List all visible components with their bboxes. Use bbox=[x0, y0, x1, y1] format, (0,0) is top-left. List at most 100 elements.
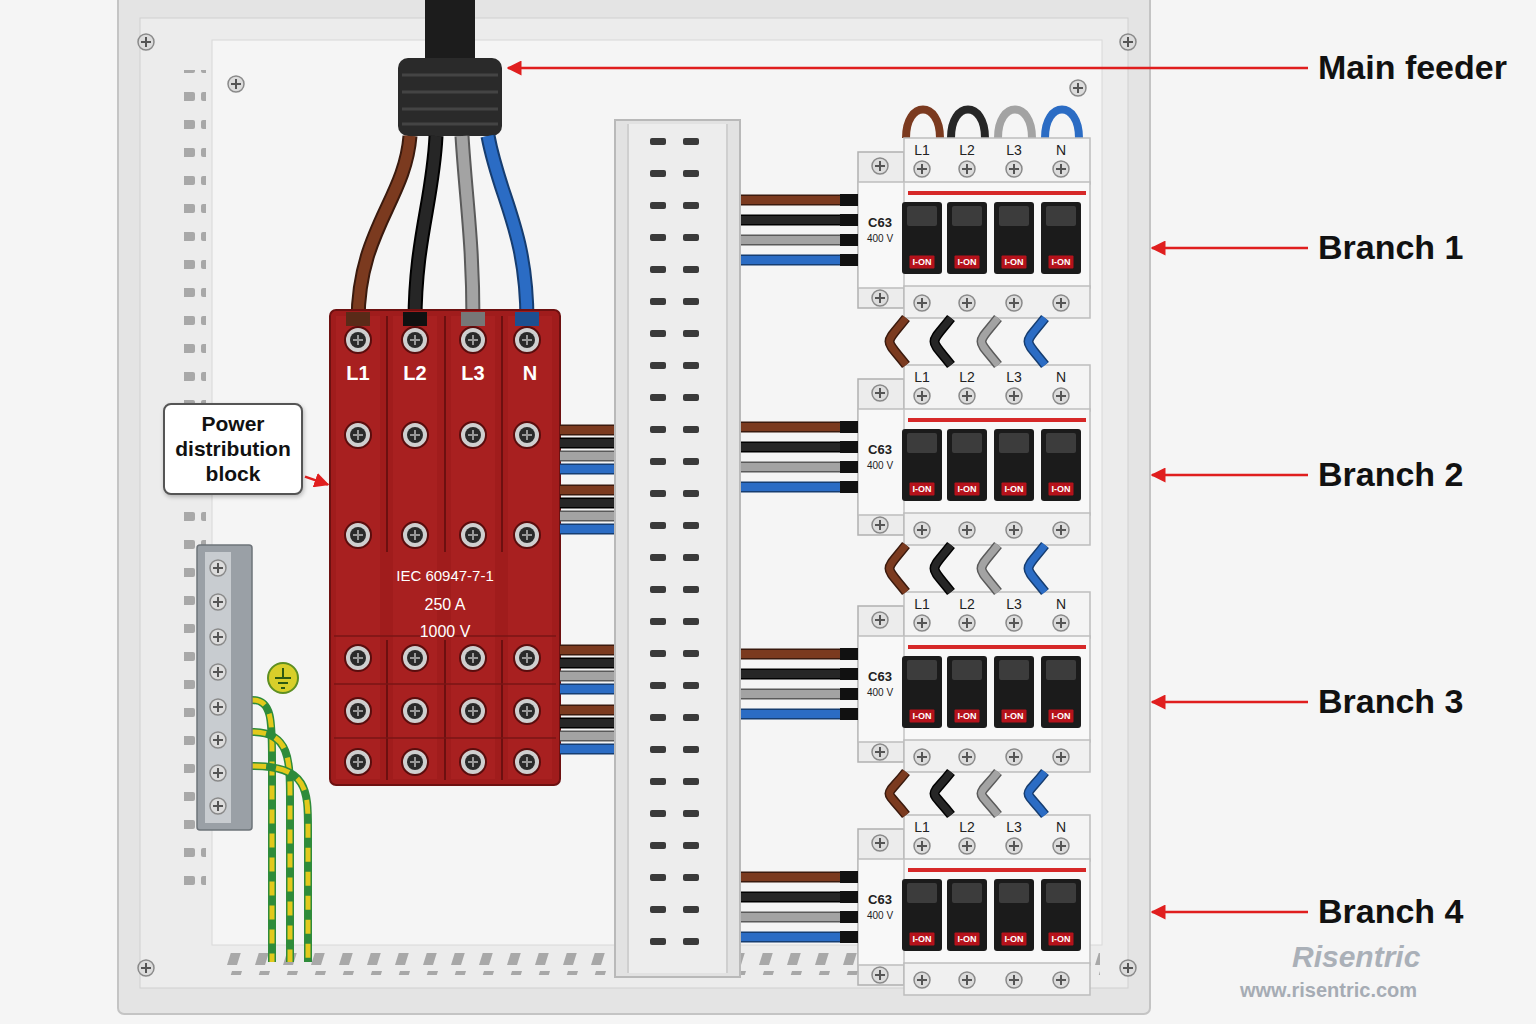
wire-ferrule bbox=[840, 931, 858, 943]
callout-label: Branch 4 bbox=[1318, 892, 1464, 931]
wire-ferrule bbox=[840, 708, 858, 720]
on-tag: I-ON bbox=[1049, 256, 1074, 269]
rating-text: C63 bbox=[868, 443, 892, 456]
terminal-label: L3 bbox=[461, 363, 484, 383]
circuit-breaker: L1L2L3NC63400 VI-ONI-ONI-ONI-ON bbox=[858, 815, 1090, 995]
terminal-label: N bbox=[1056, 597, 1066, 611]
watermark: Risentric bbox=[1292, 940, 1420, 975]
on-tag: I-ON bbox=[1002, 933, 1027, 946]
on-tag: I-ON bbox=[1002, 710, 1027, 723]
wire-outline bbox=[1029, 772, 1046, 815]
on-tag: I-ON bbox=[955, 710, 980, 723]
terminal-label: N bbox=[1056, 820, 1066, 834]
on-tag: I-ON bbox=[1002, 256, 1027, 269]
rating-text: 400 V bbox=[867, 234, 893, 244]
wire bbox=[890, 318, 907, 365]
wire-ferrule bbox=[840, 234, 858, 246]
terminal-label: N bbox=[1056, 370, 1066, 384]
circuit-breaker: L1L2L3NC63400 VI-ONI-ONI-ONI-ON bbox=[858, 365, 1090, 545]
wire-ferrule bbox=[840, 421, 858, 433]
wire-ferrule bbox=[840, 648, 858, 660]
terminal-label: L2 bbox=[403, 363, 426, 383]
wire-ferrule bbox=[840, 214, 858, 226]
wire-outline bbox=[982, 545, 999, 592]
callout-text: Power distribution block bbox=[173, 411, 293, 487]
on-tag: I-ON bbox=[955, 256, 980, 269]
circuit-breaker: L1 L2 L3 N C63 400 V I-ON I-ON I-ON I-ON bbox=[858, 138, 1090, 318]
on-tag: I-ON bbox=[1049, 483, 1074, 496]
wire bbox=[890, 772, 907, 815]
terminal-label: L2 bbox=[959, 597, 975, 611]
leader-line bbox=[305, 477, 328, 485]
wire-ferrule bbox=[840, 668, 858, 680]
on-tag: I-ON bbox=[910, 933, 935, 946]
wire-ferrule bbox=[840, 911, 858, 923]
callout-label: Branch 1 bbox=[1318, 228, 1464, 267]
rating-text: C63 bbox=[868, 893, 892, 906]
wire-ferrule bbox=[840, 871, 858, 883]
wire-ferrule bbox=[840, 254, 858, 266]
wire bbox=[982, 318, 999, 365]
terminal-label: L2 bbox=[959, 143, 975, 157]
wire-outline bbox=[935, 318, 952, 365]
rating-text: 250 A bbox=[425, 597, 466, 613]
on-tag: I-ON bbox=[955, 933, 980, 946]
wire-outline bbox=[935, 545, 952, 592]
wire-outline bbox=[890, 772, 907, 815]
terminal-label: L1 bbox=[914, 143, 930, 157]
on-tag: I-ON bbox=[910, 710, 935, 723]
wire bbox=[890, 545, 907, 592]
terminal-label: L1 bbox=[914, 597, 930, 611]
watermark: www.risentric.com bbox=[1240, 979, 1417, 1002]
rating-text: 400 V bbox=[867, 911, 893, 921]
terminal-label: N bbox=[523, 363, 537, 383]
wire-ferrule bbox=[840, 461, 858, 473]
jumper-wires bbox=[890, 772, 1046, 815]
wire-outline bbox=[935, 772, 952, 815]
wire-ferrule bbox=[840, 481, 858, 493]
rating-text: C63 bbox=[868, 216, 892, 229]
terminal-label: N bbox=[1056, 143, 1066, 157]
wire bbox=[1029, 318, 1046, 365]
wire-outline bbox=[890, 318, 907, 365]
rating-text: 400 V bbox=[867, 461, 893, 471]
wire-outline bbox=[982, 318, 999, 365]
wire-outline bbox=[890, 545, 907, 592]
wire bbox=[935, 772, 952, 815]
terminal-label: L3 bbox=[1006, 370, 1022, 384]
callout-box: Power distribution block bbox=[163, 403, 303, 495]
wire-ferrule bbox=[840, 441, 858, 453]
rating-text: 1000 V bbox=[420, 624, 471, 640]
wire-ferrule bbox=[840, 891, 858, 903]
on-tag: I-ON bbox=[910, 483, 935, 496]
terminal-label: L1 bbox=[346, 363, 369, 383]
wire bbox=[935, 545, 952, 592]
wire-ferrule bbox=[840, 688, 858, 700]
wire bbox=[1029, 545, 1046, 592]
terminal-label: L1 bbox=[914, 370, 930, 384]
circuit-breaker: L1 L2 L3 N C63 400 V I-ON I-ON I-ON I-ON bbox=[858, 592, 1090, 772]
on-tag: I-ON bbox=[1049, 710, 1074, 723]
wire-outline bbox=[982, 772, 999, 815]
wire-outline bbox=[1029, 545, 1046, 592]
wire bbox=[982, 772, 999, 815]
rating-text: 400 V bbox=[867, 688, 893, 698]
wire bbox=[982, 545, 999, 592]
terminal-label: L3 bbox=[1006, 143, 1022, 157]
terminal-label: L2 bbox=[959, 370, 975, 384]
jumper-wires bbox=[890, 545, 1046, 592]
rating-text: C63 bbox=[868, 670, 892, 683]
distribution-block: L1L2L3NIEC 60947-7-1250 A1000 V bbox=[330, 310, 560, 785]
on-tag: I-ON bbox=[910, 256, 935, 269]
wire-ferrule bbox=[840, 194, 858, 206]
on-tag: I-ON bbox=[1049, 933, 1074, 946]
terminal-label: L1 bbox=[914, 820, 930, 834]
leader-arrow bbox=[305, 477, 328, 485]
on-tag: I-ON bbox=[955, 483, 980, 496]
callout-label: Branch 2 bbox=[1318, 455, 1464, 494]
terminal-label: L3 bbox=[1006, 820, 1022, 834]
wire bbox=[935, 318, 952, 365]
terminal-label: L3 bbox=[1006, 597, 1022, 611]
